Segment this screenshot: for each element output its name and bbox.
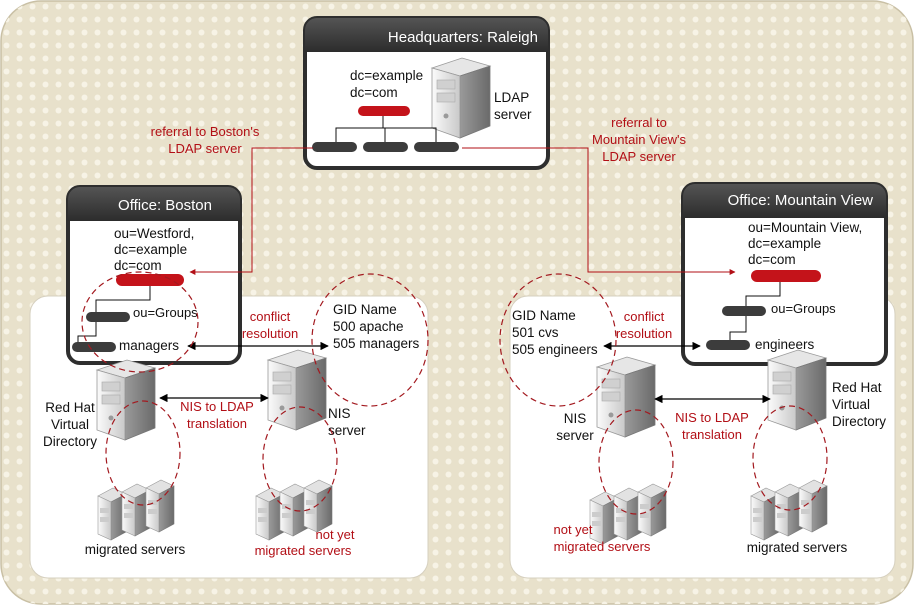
headquarters-dn-line1: dc=example — [350, 68, 423, 83]
hq-child-node-2 — [363, 142, 408, 152]
mountain-view-referral-arrow — [462, 147, 736, 275]
ldap-server-icon — [431, 57, 491, 139]
boston-referral-line2: LDAP server — [168, 141, 242, 156]
boston-translation-line2: translation — [187, 416, 247, 431]
headquarters-server-line1: LDAP — [494, 90, 529, 105]
mountain-view-gid-row2: 505 engineers — [512, 342, 598, 357]
boston-nis-line1: NIS — [328, 406, 351, 421]
mountain-view-referral-line3: LDAP server — [602, 149, 676, 164]
boston-managers-label: managers — [119, 338, 179, 353]
mountain-view-nis-line1: NIS — [564, 411, 587, 426]
mountain-view-groups-node — [722, 306, 766, 316]
mountain-view-engineers-node — [706, 340, 750, 350]
boston-migrated-label: migrated servers — [85, 542, 186, 557]
boston-nis-line2: server — [328, 423, 366, 438]
mountain-view-root-node — [751, 270, 821, 282]
mountain-view-dn-line2: dc=example — [748, 236, 821, 251]
boston-translation-line1: NIS to LDAP — [180, 399, 254, 414]
headquarters-panel: Headquarters: Raleigh dc=example dc=com … — [303, 16, 550, 170]
mountain-view-dn-line1: ou=Mountain View, — [748, 220, 862, 235]
headquarters-server-line2: server — [494, 107, 532, 122]
mountain-view-gid-header: GID Name — [512, 308, 576, 323]
mountain-view-conflict-line1: conflict — [624, 309, 665, 324]
mountain-view-migrated-label: migrated servers — [747, 540, 848, 555]
mountain-view-conflict-line2: resolution — [616, 326, 672, 341]
boston-rhvd-line2: Virtual — [51, 417, 89, 432]
mountain-view-translation-line1: NIS to LDAP — [675, 410, 749, 425]
mountain-view-title: Office: Mountain View — [728, 192, 874, 209]
mountain-view-nis-server-icon — [596, 356, 656, 438]
boston-referral-arrow — [189, 147, 313, 275]
mountain-view-nis-line2: server — [556, 428, 594, 443]
boston-rhvd-server-icon — [96, 359, 156, 441]
mountain-view-not-yet-line2: migrated servers — [554, 539, 651, 554]
boston-dn-line3: dc=com — [114, 258, 162, 273]
mountain-view-rhvd-server-icon — [767, 349, 827, 431]
mountain-view-dn-line3: dc=com — [748, 252, 796, 267]
boston-conflict-line1: conflict — [250, 309, 291, 324]
boston-conflict-line2: resolution — [242, 326, 298, 341]
mountain-view-referral-line2: Mountain View's — [592, 132, 687, 147]
boston-groups-label: ou=Groups — [133, 305, 198, 320]
headquarters-dn-line2: dc=com — [350, 85, 398, 100]
mountain-view-translation-line2: translation — [682, 427, 742, 442]
boston-gid-row1: 500 apache — [333, 319, 404, 334]
boston-groups-node — [86, 312, 130, 322]
mountain-view-panel: Office: Mountain View ou=Mountain View, … — [681, 182, 888, 366]
boston-not-yet-line1: not yet — [315, 527, 354, 542]
mountain-view-rhvd-line1: Red Hat — [832, 380, 882, 395]
mountain-view-rhvd-line2: Virtual — [832, 397, 870, 412]
hq-root-node — [358, 106, 410, 116]
boston-not-yet-line2: migrated servers — [255, 543, 352, 558]
boston-root-node — [116, 274, 184, 286]
boston-gid-header: GID Name — [333, 302, 397, 317]
mountain-view-gid-row1: 501 cvs — [512, 325, 559, 340]
boston-referral-line1: referral to Boston's — [151, 124, 260, 139]
mountain-view-not-yet-line1: not yet — [553, 522, 592, 537]
mountain-view-rhvd-line3: Directory — [832, 414, 886, 429]
boston-title: Office: Boston — [118, 197, 212, 214]
boston-panel: Office: Boston ou=Westford, dc=example d… — [66, 185, 242, 365]
mountain-view-highlight-ellipses — [499, 273, 828, 515]
boston-managers-node — [72, 342, 116, 352]
boston-rhvd-line3: Directory — [43, 434, 97, 449]
boston-dn-line1: ou=Westford, — [114, 226, 194, 241]
mountain-view-engineers-label: engineers — [755, 337, 815, 352]
hq-child-node-3 — [414, 142, 459, 152]
boston-highlight-ellipses — [81, 271, 429, 512]
boston-gid-row2: 505 managers — [333, 336, 420, 351]
headquarters-title: Headquarters: Raleigh — [388, 29, 538, 46]
boston-dn-line2: dc=example — [114, 242, 187, 257]
mountain-view-groups-label: ou=Groups — [771, 301, 836, 316]
mountain-view-referral-line1: referral to — [611, 115, 667, 130]
hq-child-node-1 — [312, 142, 357, 152]
boston-rhvd-line1: Red Hat — [45, 400, 95, 415]
